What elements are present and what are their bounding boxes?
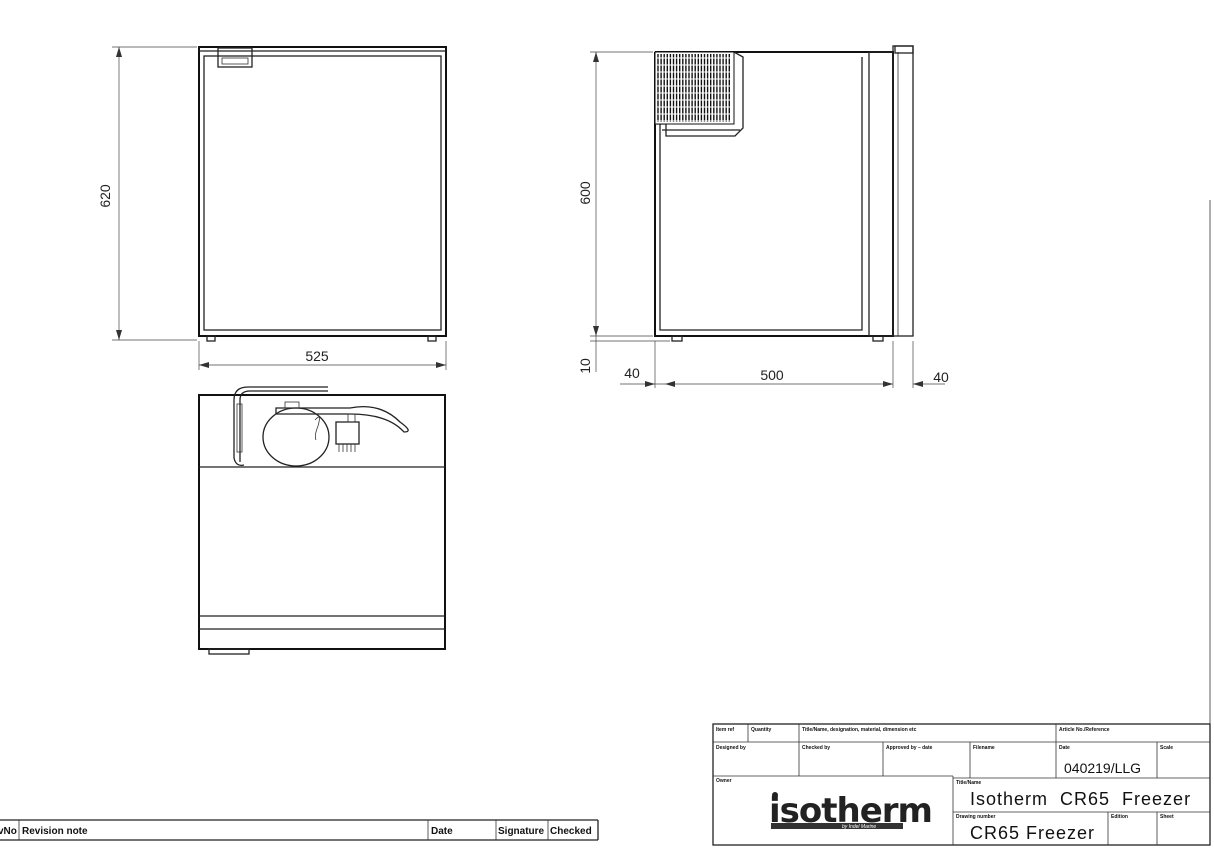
title-value: Isotherm CR65 Freezer: [970, 789, 1191, 809]
side-right-offset-dimension: 40: [933, 369, 949, 385]
vent-grille: [654, 51, 735, 125]
label-title-desc: Title/Name, designation, material, dimen…: [802, 727, 917, 733]
side-foot-dimension: 10: [577, 358, 593, 374]
label-approved-by: Approved by – date: [886, 745, 933, 751]
front-height-dimension: 620: [97, 184, 113, 208]
rev-checked-header: Checked: [550, 826, 592, 837]
label-quantity: Quantity: [751, 727, 771, 733]
label-title-name: Title/Name: [956, 780, 981, 786]
label-article-no: Article No./Reference: [1059, 727, 1110, 733]
side-view: 600 10 40 500 40: [577, 45, 949, 388]
connector-block: [335, 421, 360, 445]
label-item-ref: Item ref: [716, 727, 734, 733]
label-designed-by: Designed by: [716, 745, 746, 751]
front-width-dimension: 525: [305, 348, 329, 364]
revision-note-header: Revision note: [22, 826, 88, 837]
drawing-number-value: CR65 Freezer: [970, 823, 1095, 843]
label-scale: Scale: [1160, 745, 1173, 751]
label-drawing-number: Drawing number: [956, 814, 996, 820]
label-sheet: Sheet: [1160, 814, 1174, 820]
door-handle-badge: [217, 47, 253, 68]
side-height-dimension: 600: [577, 181, 593, 205]
label-filename: Filename: [973, 745, 995, 751]
date-value: 040219/LLG: [1064, 760, 1141, 776]
isotherm-logo: isotherm by Indel Marine: [769, 791, 933, 831]
rear-view: [198, 386, 446, 655]
side-left-offset-dimension: 40: [624, 365, 640, 381]
fan-circle: [262, 407, 330, 467]
title-block: Item ref Quantity Title/Name, designatio…: [712, 723, 1211, 846]
label-checked-by: Checked by: [802, 745, 830, 751]
rev-signature-header: Signature: [498, 826, 545, 837]
front-view: 620 525: [97, 46, 447, 370]
label-edition: Edition: [1111, 814, 1128, 820]
logo-subtext: by Indel Marine: [842, 824, 876, 830]
revision-table: vNo Revision note Date Signature Checked: [0, 819, 599, 841]
label-date: Date: [1059, 745, 1070, 751]
rev-date-header: Date: [431, 826, 453, 837]
label-owner: Owner: [716, 778, 732, 784]
side-depth-dimension: 500: [760, 367, 784, 383]
rev-no-header: vNo: [0, 826, 17, 837]
